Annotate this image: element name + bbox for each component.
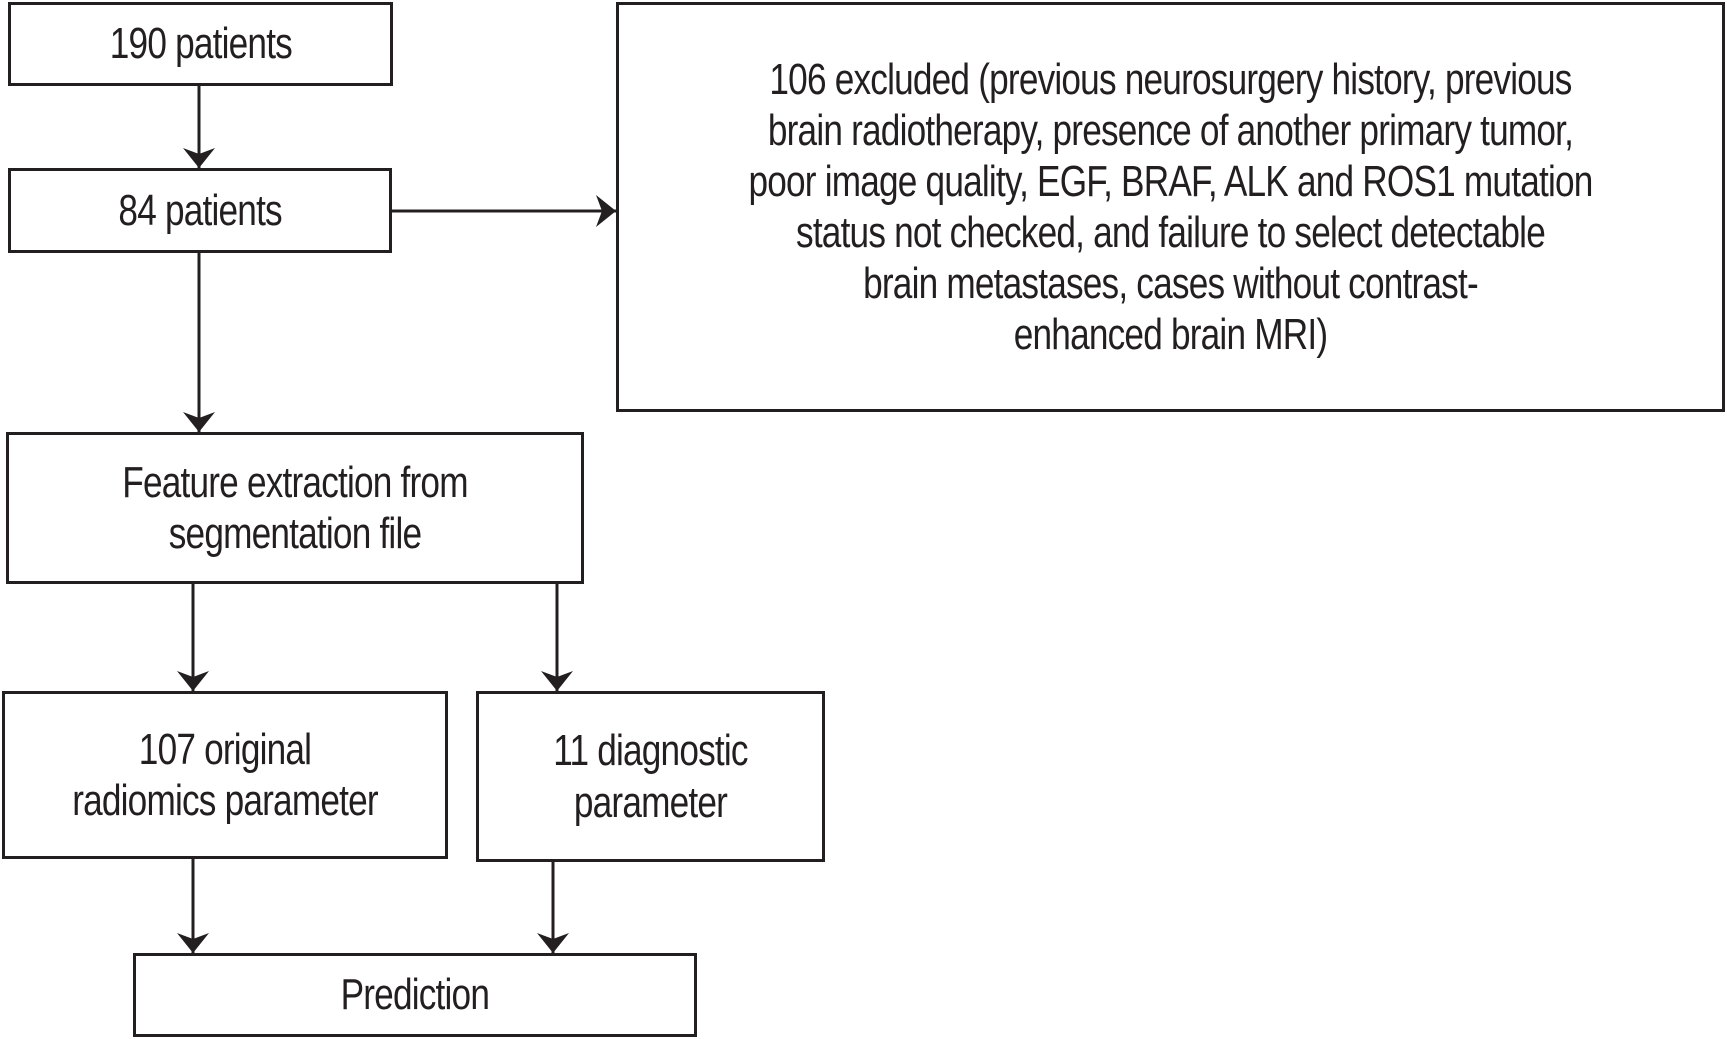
node-feature-extraction: Feature extraction from segmentation fil… (6, 432, 584, 584)
node-diagnostic-parameters: 11 diagnostic parameter (476, 691, 825, 862)
node-prediction: Prediction (133, 953, 697, 1037)
node-diagnostic-parameters-label: 11 diagnostic parameter (553, 726, 748, 827)
node-190-patients: 190 patients (8, 2, 393, 86)
node-radiomics-parameters: 107 original radiomics parameter (2, 691, 448, 859)
node-190-patients-label: 190 patients (109, 19, 292, 69)
node-84-patients-label: 84 patients (118, 185, 282, 235)
node-excluded-label: 106 excluded (previous neurosurgery hist… (748, 54, 1593, 360)
node-excluded: 106 excluded (previous neurosurgery hist… (616, 2, 1725, 412)
node-feature-extraction-label: Feature extraction from segmentation fil… (122, 457, 468, 558)
node-radiomics-parameters-label: 107 original radiomics parameter (72, 724, 378, 825)
node-prediction-label: Prediction (340, 970, 490, 1020)
node-84-patients: 84 patients (8, 168, 392, 253)
